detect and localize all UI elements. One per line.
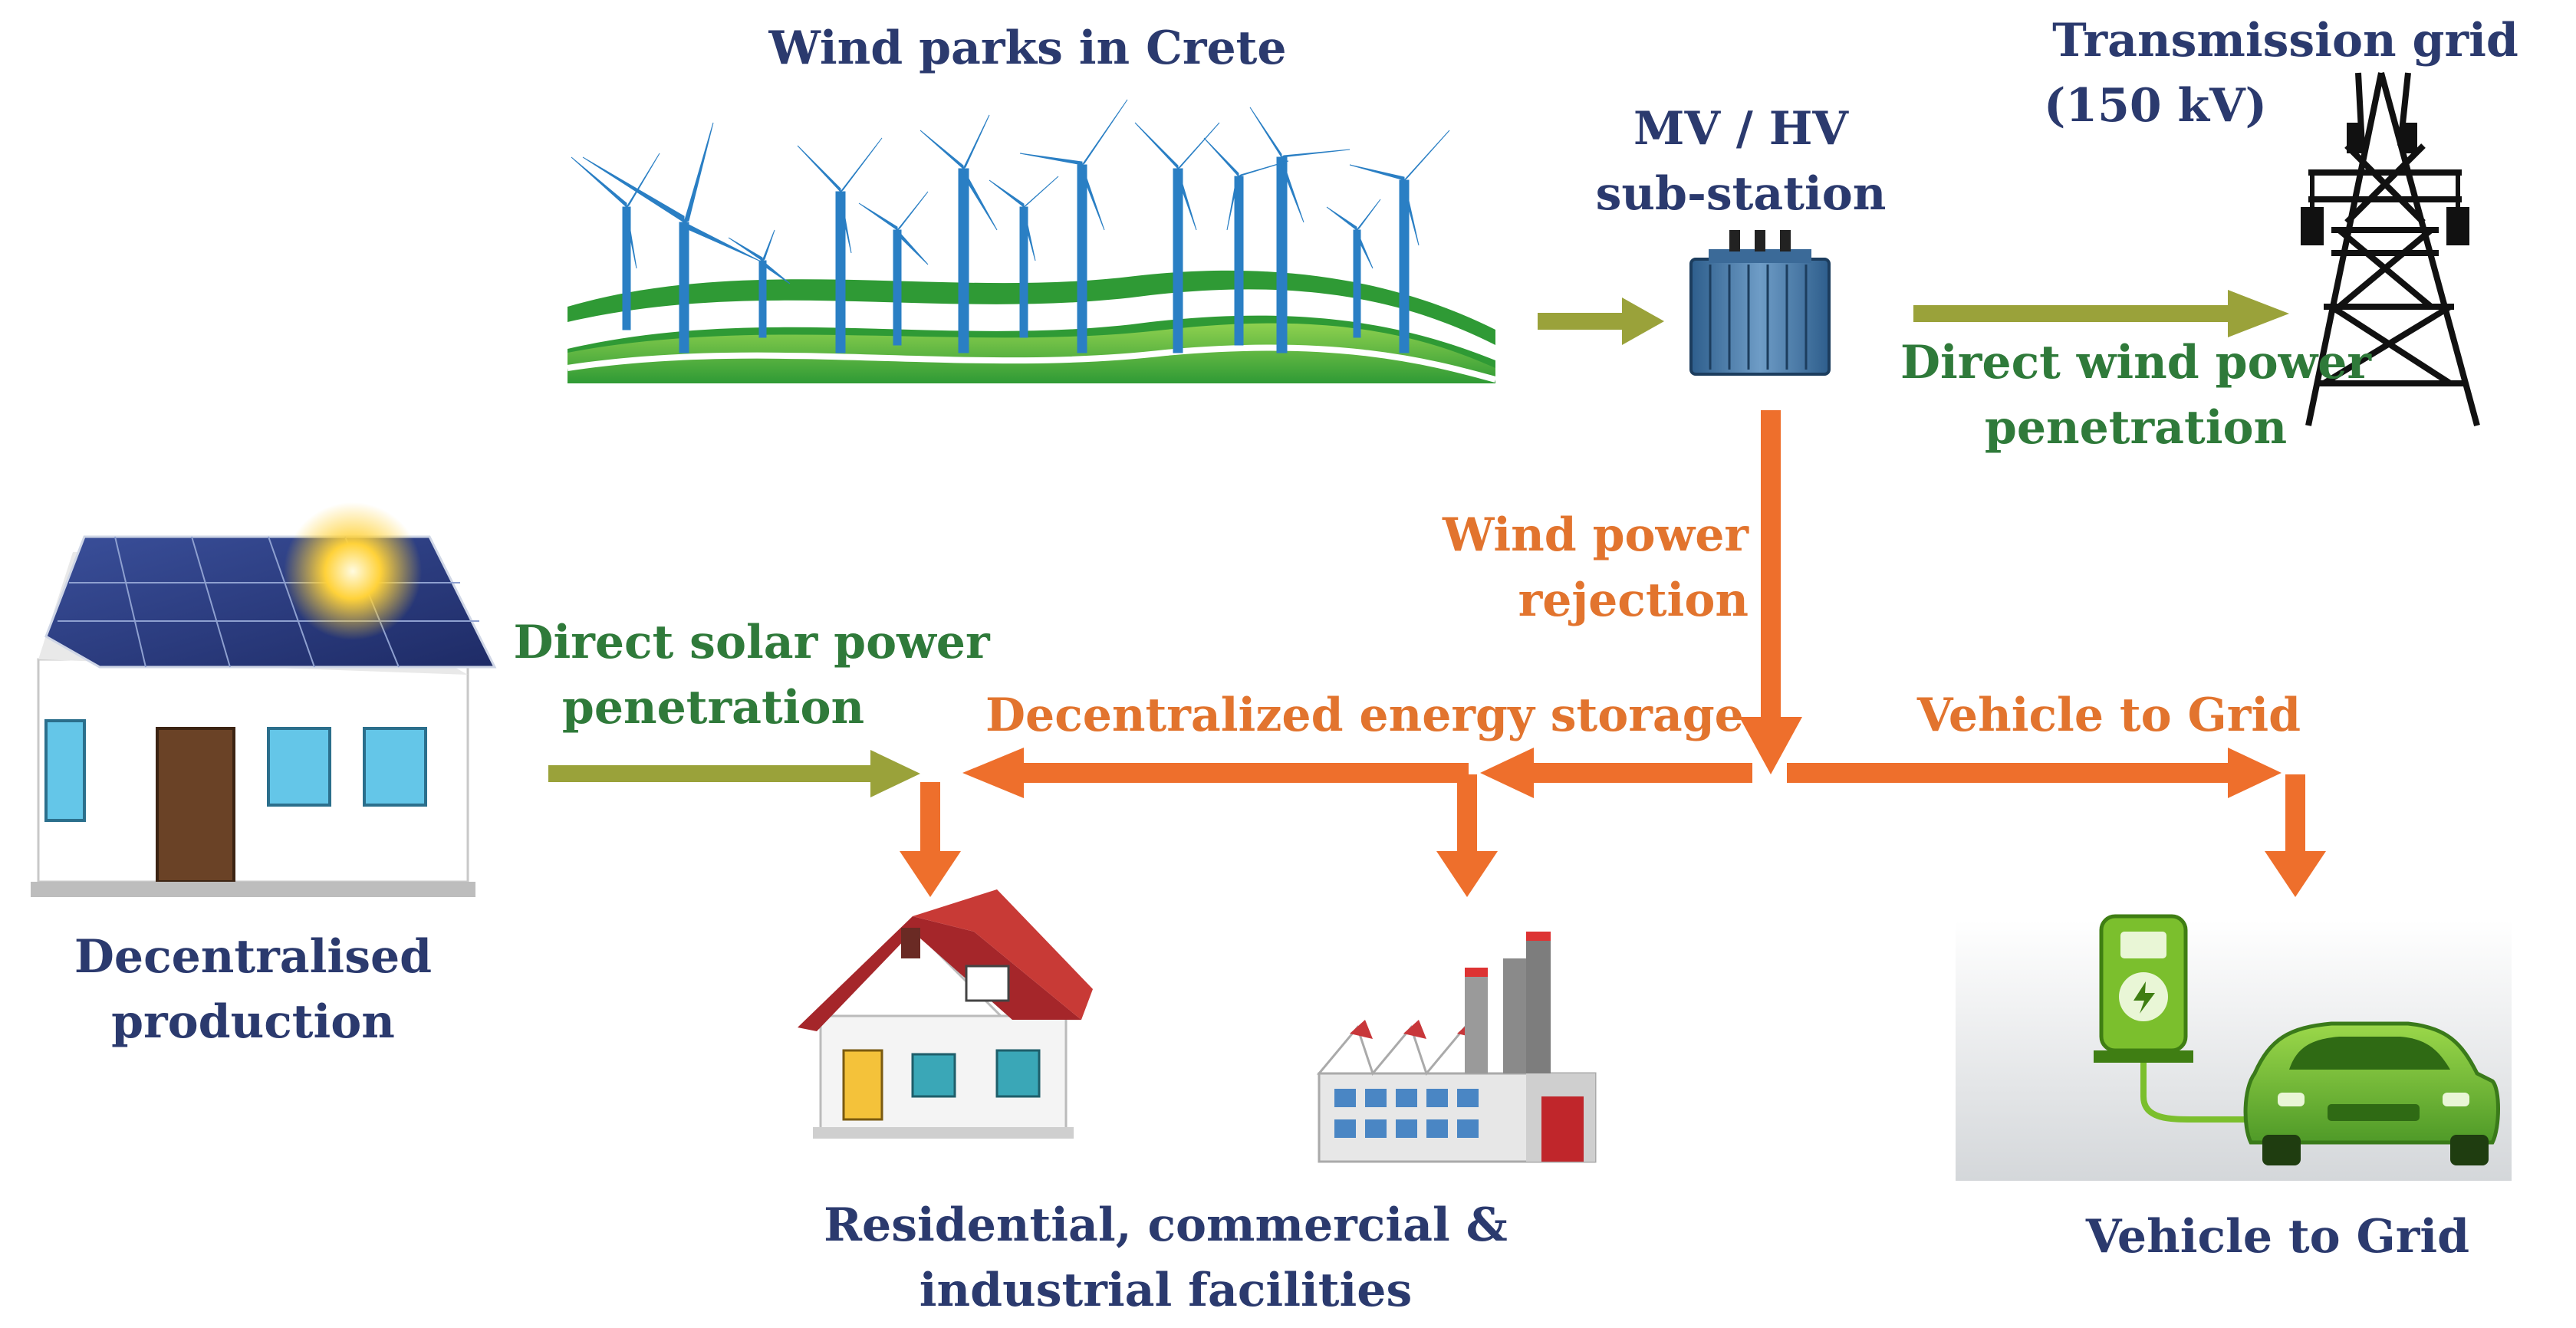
direct-wind-label-line2: penetration bbox=[1984, 401, 2288, 455]
factory-icon bbox=[1316, 932, 1597, 1163]
ev-charger-icon bbox=[1956, 914, 2512, 1181]
transformer-icon bbox=[1689, 230, 1831, 376]
wind-turbines-icon bbox=[567, 99, 1497, 383]
arrow-wind-to-substation bbox=[1538, 297, 1664, 345]
arrow-down-residential bbox=[900, 782, 961, 897]
facilities-label-line2: industrial facilities bbox=[919, 1264, 1413, 1317]
arrow-storage-left bbox=[962, 748, 1752, 798]
vehicle-to-grid-arrow-label: Vehicle to Grid bbox=[1916, 689, 2301, 742]
arrow-solar-to-facilities bbox=[548, 750, 920, 797]
solar-house-icon bbox=[31, 502, 497, 897]
residential-house-icon bbox=[798, 889, 1093, 1139]
wind-parks-label: Wind parks in Crete bbox=[768, 21, 1287, 75]
transmission-label-line1: Transmission grid bbox=[2052, 14, 2518, 67]
arrow-down-factory bbox=[1436, 774, 1498, 897]
direct-solar-label-line1: Direct solar power bbox=[513, 616, 990, 669]
arrow-vehicle-to-grid bbox=[1787, 748, 2282, 798]
transmission-tower-icon bbox=[2301, 71, 2480, 427]
arrow-down-vehicle bbox=[2265, 774, 2326, 897]
vehicle-to-grid-label: Vehicle to Grid bbox=[2085, 1210, 2470, 1264]
facilities-label-line1: Residential, commercial & bbox=[824, 1198, 1508, 1252]
decentralised-label-line1: Decentralised bbox=[74, 930, 433, 984]
decentralised-label-line2: production bbox=[111, 995, 395, 1049]
electric-car-icon bbox=[2243, 1021, 2500, 1165]
transmission-label-line2: (150 kV) bbox=[2044, 79, 2268, 133]
substation-label-line1: MV / HV bbox=[1633, 102, 1848, 156]
arrows bbox=[548, 290, 2326, 897]
decentralized-storage-label: Decentralized energy storage bbox=[985, 689, 1744, 742]
arrow-wind-rejection-down bbox=[1739, 410, 1802, 774]
wind-rejection-label-line2: rejection bbox=[1518, 574, 1749, 627]
direct-wind-label-line1: Direct wind power bbox=[1900, 336, 2372, 390]
wind-rejection-label-line1: Wind power bbox=[1443, 508, 1749, 562]
direct-solar-label-line2: penetration bbox=[561, 681, 865, 735]
arrow-substation-to-grid bbox=[1913, 290, 2289, 337]
substation-label-line2: sub-station bbox=[1595, 167, 1887, 221]
